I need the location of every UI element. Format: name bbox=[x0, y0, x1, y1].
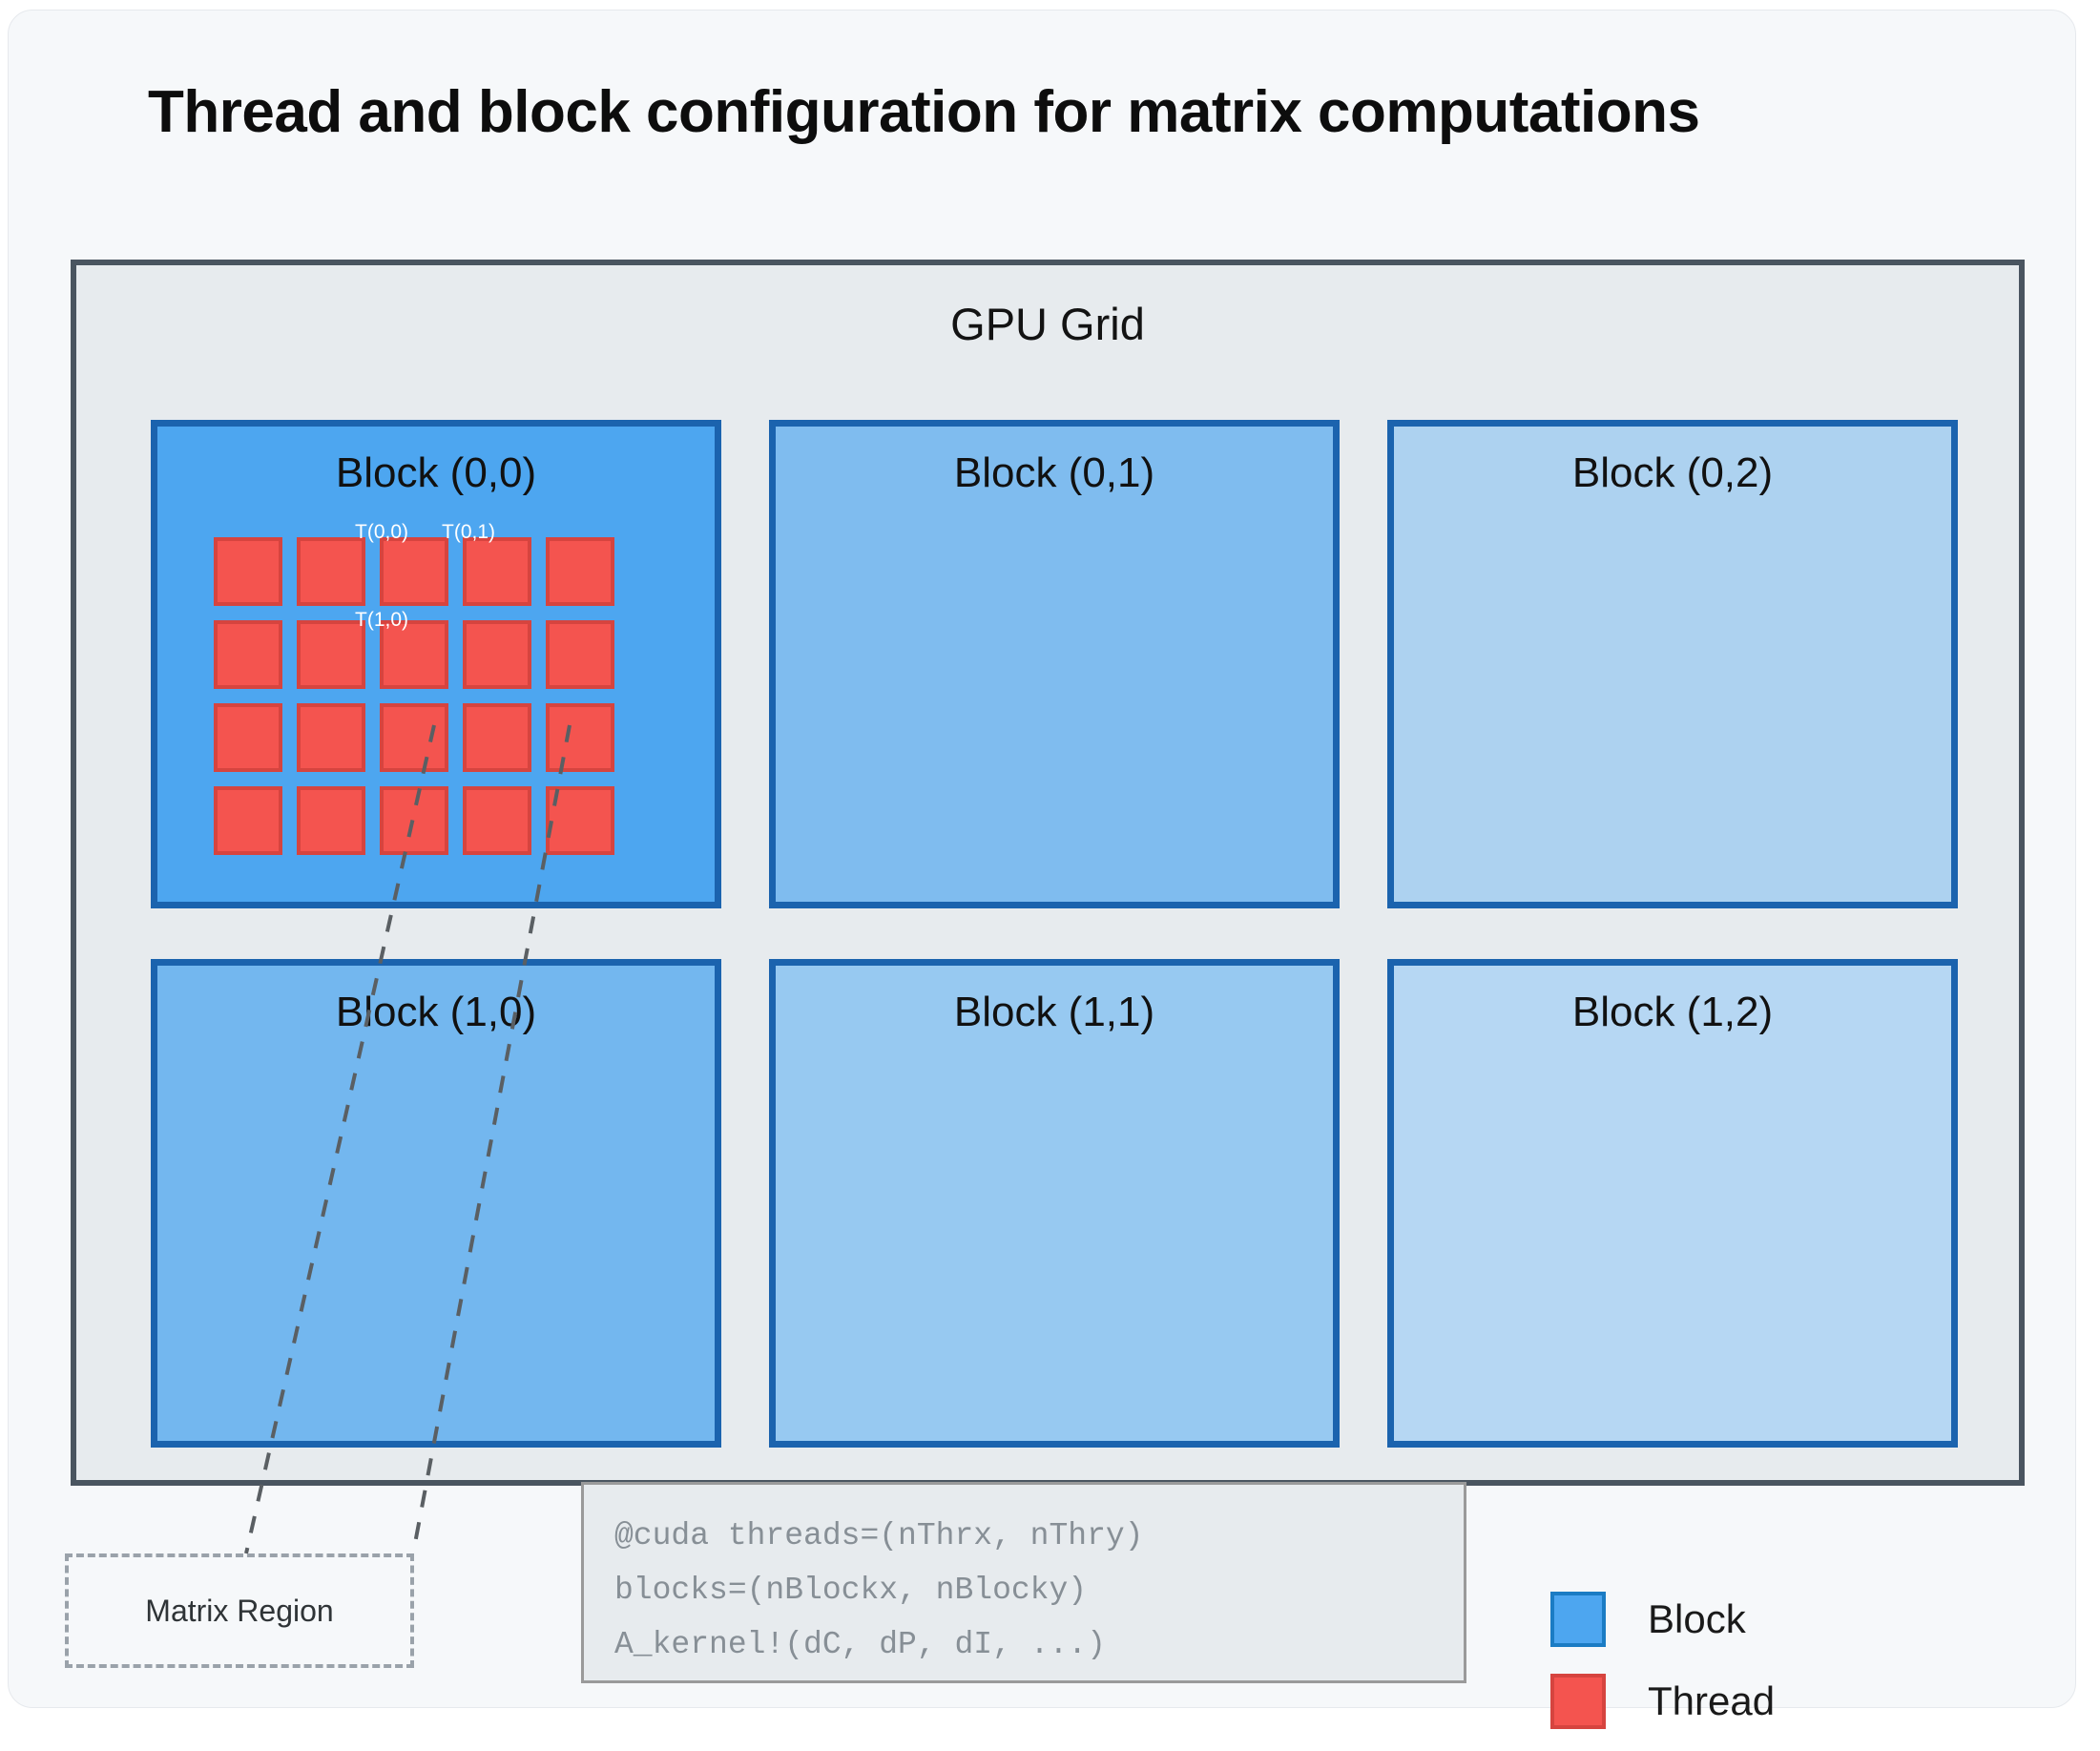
legend-swatch-block bbox=[1550, 1592, 1606, 1647]
page-title: Thread and block configuration for matri… bbox=[148, 79, 1700, 145]
thread-cell bbox=[297, 786, 365, 855]
block-01: Block (0,1) bbox=[769, 420, 1340, 908]
block-label: Block (0,2) bbox=[1571, 449, 1774, 496]
code-line-3: A_kernel!(dC, dP, dI, ...) bbox=[614, 1626, 1106, 1662]
block-12: Block (1,2) bbox=[1387, 959, 1958, 1448]
block-label: Block (0,0) bbox=[335, 449, 537, 496]
block-label: Block (1,1) bbox=[953, 989, 1155, 1035]
block-label: Block (1,0) bbox=[335, 989, 537, 1035]
code-line-1: @cuda threads=(nThrx, nThry) bbox=[614, 1518, 1144, 1553]
gpu-grid-label: GPU Grid bbox=[950, 299, 1145, 349]
thread-cell bbox=[546, 786, 614, 855]
thread-cell bbox=[297, 620, 365, 689]
thread-label: T(1,0) bbox=[355, 609, 409, 631]
thread-cell bbox=[463, 786, 531, 855]
thread-cell bbox=[297, 537, 365, 606]
legend: Block Thread bbox=[1550, 1578, 1775, 1742]
block-label: Block (1,2) bbox=[1571, 989, 1774, 1035]
thread-cell bbox=[380, 703, 448, 772]
thread-cell bbox=[214, 703, 282, 772]
legend-label-thread: Thread bbox=[1648, 1678, 1776, 1723]
code-line-2: blocks=(nBlockx, nBlocky) bbox=[614, 1572, 1088, 1608]
block-11: Block (1,1) bbox=[769, 959, 1340, 1448]
legend-swatch-thread bbox=[1550, 1674, 1606, 1729]
legend-item-block: Block bbox=[1550, 1578, 1775, 1660]
block-label: Block (0,1) bbox=[953, 449, 1155, 496]
thread-cell bbox=[297, 703, 365, 772]
thread-cell bbox=[380, 537, 448, 606]
matrix-region-label: Matrix Region bbox=[145, 1593, 334, 1628]
thread-cell bbox=[463, 620, 531, 689]
block-10: Block (1,0) bbox=[151, 959, 721, 1448]
legend-label-block: Block bbox=[1648, 1596, 1746, 1641]
thread-cell bbox=[214, 786, 282, 855]
thread-cell bbox=[463, 537, 531, 606]
legend-item-thread: Thread bbox=[1550, 1660, 1775, 1742]
thread-cell bbox=[214, 620, 282, 689]
thread-label: T(0,0) bbox=[355, 521, 409, 543]
block-02: Block (0,2) bbox=[1387, 420, 1958, 908]
thread-cell bbox=[214, 537, 282, 606]
thread-cell bbox=[463, 703, 531, 772]
thread-cell bbox=[546, 537, 614, 606]
thread-label: T(0,1) bbox=[442, 521, 496, 543]
thread-cell bbox=[546, 703, 614, 772]
code-callout-box: @cuda threads=(nThrx, nThry) blocks=(nBl… bbox=[581, 1482, 1466, 1683]
thread-cell bbox=[380, 786, 448, 855]
thread-cell bbox=[546, 620, 614, 689]
thread-cell bbox=[380, 620, 448, 689]
matrix-region-box: Matrix Region bbox=[65, 1553, 414, 1668]
